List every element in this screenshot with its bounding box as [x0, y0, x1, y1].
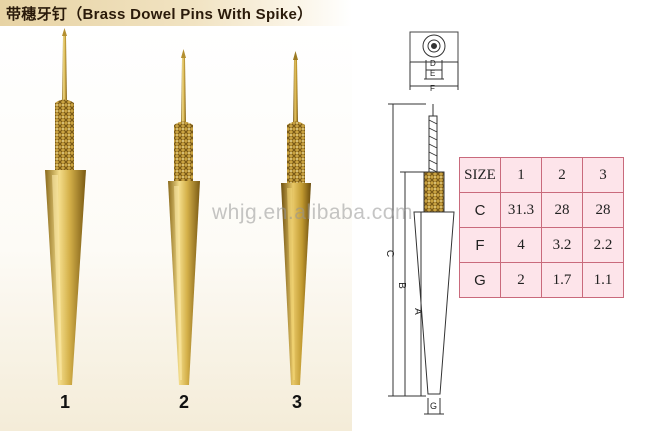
table-cell: 2.2 [582, 227, 624, 263]
technical-drawing [388, 31, 459, 415]
table-header-cell: SIZE [459, 157, 501, 193]
table-cell: 1.1 [582, 262, 624, 298]
dim-label-f: F [430, 84, 435, 93]
table-row: C 31.3 28 28 [459, 192, 624, 228]
dim-label-a: A [411, 308, 423, 315]
dim-label-e: E [430, 69, 436, 78]
dim-label-c: C [384, 249, 396, 258]
dim-label-g: G [430, 401, 438, 411]
size-table-header-row: SIZE 1 2 3 [459, 157, 624, 193]
row-label-g: G [459, 262, 501, 298]
pin-3-photo [281, 51, 311, 385]
table-cell: 1.7 [541, 262, 583, 298]
table-cell: 3.2 [541, 227, 583, 263]
row-label-f: F [459, 227, 501, 263]
pin-2-photo [168, 49, 200, 385]
row-label-c: C [459, 192, 501, 228]
table-cell: 2 [500, 262, 542, 298]
table-cell: 28 [582, 192, 624, 228]
pin-label-1: 1 [60, 392, 71, 412]
page-title: 带穗牙钉（Brass Dowel Pins With Spike） [6, 6, 313, 23]
size-table: SIZE 1 2 3 C 31.3 28 28 F 4 3.2 2.2 G 2 … [459, 157, 624, 298]
table-header-cell: 2 [541, 157, 583, 193]
watermark: whjg.en.alibaba.com [212, 201, 413, 224]
table-row: G 2 1.7 1.1 [459, 262, 624, 298]
title-banner: 带穗牙钉（Brass Dowel Pins With Spike） [0, 0, 352, 26]
table-cell: 31.3 [500, 192, 542, 228]
dim-label-d: D [430, 59, 436, 68]
pin-label-3: 3 [292, 392, 303, 412]
table-header-cell: 3 [582, 157, 624, 193]
table-cell: 4 [500, 227, 542, 263]
pin-1-photo [45, 28, 86, 385]
dim-label-b: B [395, 282, 407, 289]
table-header-cell: 1 [500, 157, 542, 193]
table-row: F 4 3.2 2.2 [459, 227, 624, 263]
pin-label-2: 2 [179, 392, 190, 412]
table-cell: 28 [541, 192, 583, 228]
